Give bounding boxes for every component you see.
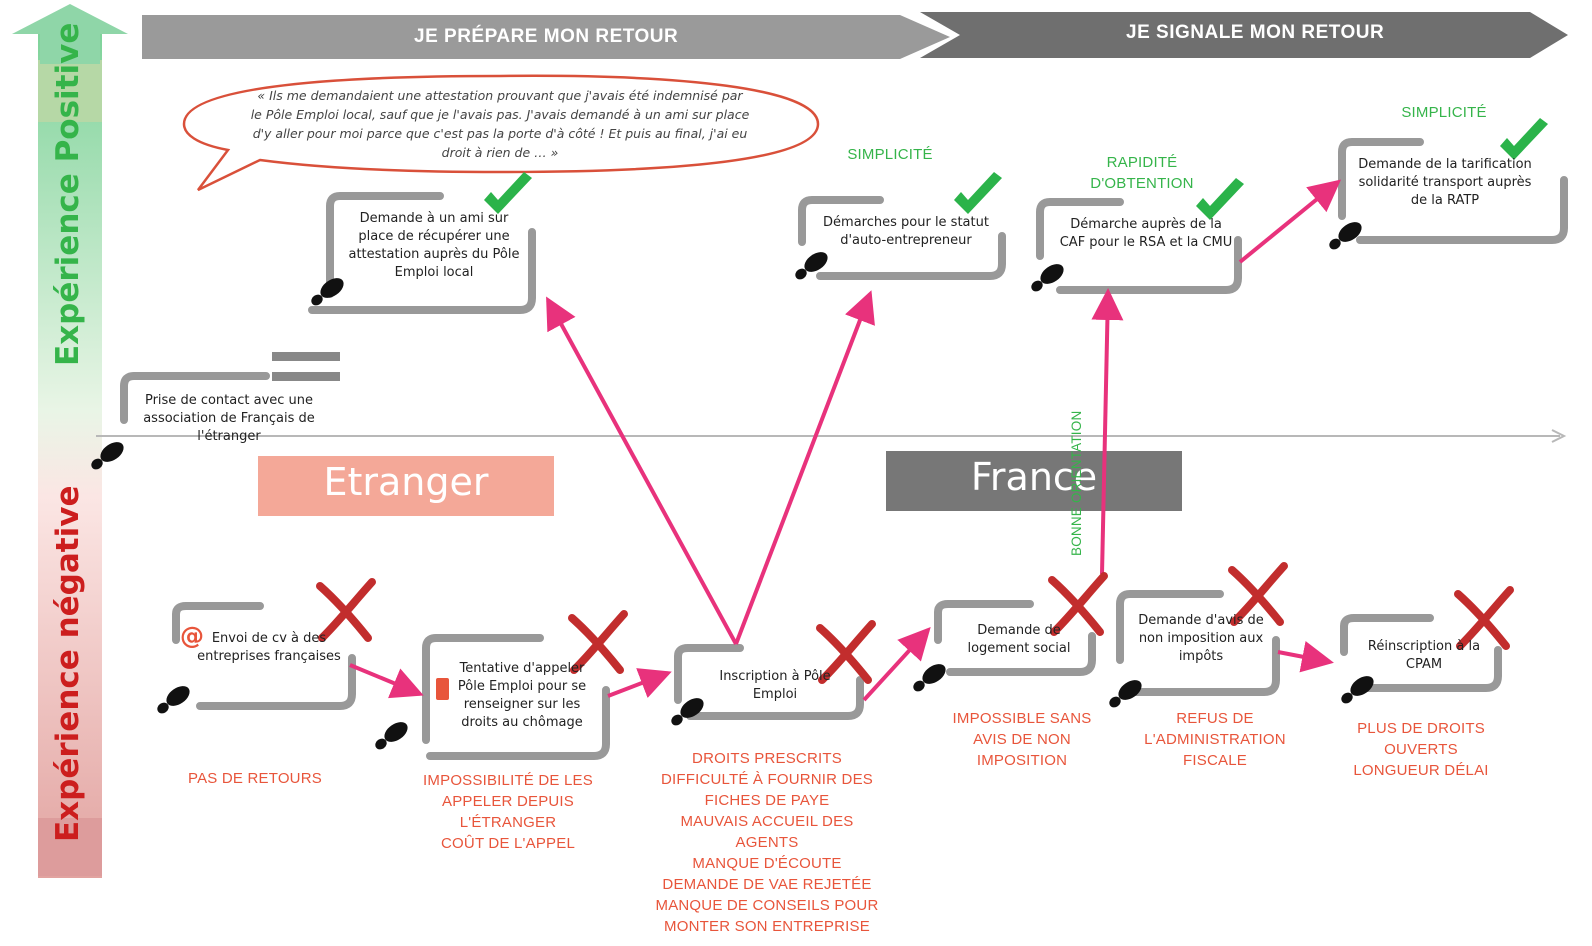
frame-appel-bottom [426,686,610,760]
footprint-icon [373,717,412,752]
frame-cpam-bottom [1356,646,1502,692]
frame-caf-bottom [1056,236,1242,294]
scale-up-arrow [12,4,128,34]
place-tag-france [886,451,1182,511]
frame-inscription-bottom [686,676,864,720]
check-icon [1500,118,1548,160]
step-avis-non-imposition: Demande d'avis de non imposition aux imp… [1138,613,1264,664]
label-logement-issue: IMPOSSIBLE SANS AVIS DE NON IMPOSITION [952,710,1092,769]
step-auto-entrepreneur: Démarches pour le statut d'auto-entrepre… [823,215,989,248]
label-bonne-orientation: BONNE ORIENTATION [1069,410,1084,556]
label-pas-de-retours: PAS DE RETOURS [188,770,322,787]
frame-cpam-top [1340,614,1434,656]
place-label-france: France [970,455,1098,499]
place-label-abroad: Etranger [323,460,489,504]
frame-logement-top [934,600,1034,644]
quote-bubble [182,74,820,192]
step-reinscription-cpam: Réinscription à la CPAM [1367,639,1481,672]
frame-appel-top [422,634,544,744]
quote-text: « Ils me demandaient une attestation pro… [250,88,750,160]
label-avis-issue: REFUS DE L'ADMINISTRATION FISCALE [1144,710,1286,769]
frame-logement-bottom [946,632,1096,676]
frame-ami-bottom [308,228,536,314]
step-inscription-pole-emploi: Inscription à Pôle Emploi [719,669,831,702]
frame-contact [120,372,270,424]
axis-label-positive: Expérience Positive [50,22,86,366]
experience-scale [12,4,128,878]
footprint-icon [1327,217,1366,252]
phase-title-signal: JE SIGNALE MON RETOUR [1126,22,1385,43]
frame-cv-bottom [196,654,356,710]
step-caf-rsa-cmu: Démarche auprès de la CAF pour le RSA et… [1059,217,1233,250]
check-icon [954,172,1002,214]
phone-icon [436,678,449,700]
place-tag-abroad [258,456,554,516]
frame-avis-bottom [1126,636,1280,696]
step-logement-social: Demande de logement social [967,623,1071,656]
frame-ratp-top [1338,138,1424,220]
at-sign-icon: @ [180,622,204,650]
footprint-icon [155,681,194,716]
footprint-icon [911,659,950,694]
label-rapidite-obtention: RAPIDITÉ D'OBTENTION [1090,154,1194,192]
frame-ami-top [326,192,444,298]
axis-label-negative: Expérience négative [50,485,86,842]
frame-inscription-top [674,644,744,704]
equal-icon [272,352,340,361]
label-simplicite-auto: SIMPLICITÉ [847,146,933,163]
frame-avis-top [1116,590,1224,664]
frame-cv-top [172,602,264,644]
frame-caf-top [1036,198,1124,260]
step-appel-pole-emploi: Tentative d'appeler Pôle Emploi pour se … [457,661,587,730]
label-inscription-issues: DROITS PRESCRITS DIFFICULTÉ À FOURNIR DE… [655,750,879,935]
frame-auto-bottom [816,232,1006,280]
label-cpam-issues: PLUS DE DROITS OUVERTS LONGUEUR DÉLAI [1353,720,1489,779]
label-appel-issues: IMPOSSIBILITÉ DE LES APPELER DEPUIS L'ÉT… [423,772,593,852]
phase-banner-signal [920,12,1568,58]
step-ami-attestation: Demande à un ami sur place de récupérer … [348,211,520,280]
label-simplicite-ratp: SIMPLICITÉ [1401,104,1487,121]
journey-arrows [349,179,1342,702]
step-contact-association: Prise de contact avec une association de… [143,393,315,444]
step-envoi-cv: Envoi de cv à des entreprises françaises [197,631,341,664]
frame-auto-top [798,196,884,246]
frame-ratp-bottom [1356,176,1568,244]
phase-banner-prepare [142,15,950,59]
step-ratp-tarification: Demande de la tarification solidarité tr… [1358,157,1532,208]
phase-title-prepare: JE PRÉPARE MON RETOUR [414,26,679,47]
check-icon [484,172,532,214]
